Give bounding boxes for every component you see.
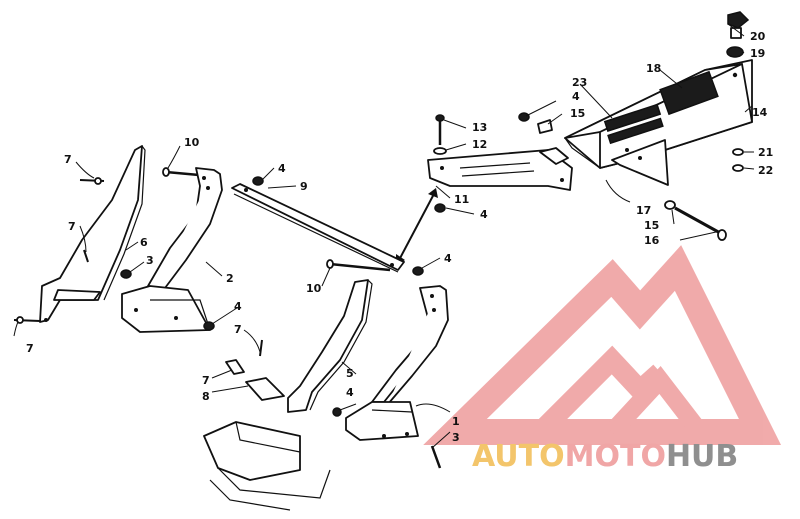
callout-10-top: 10 xyxy=(184,136,200,149)
part-17-spacer xyxy=(664,200,676,210)
callout-20: 20 xyxy=(750,30,766,43)
callout-11: 11 xyxy=(454,193,469,206)
chassis-frame xyxy=(203,421,331,511)
assembly-arrow xyxy=(396,188,438,266)
part-8-plate xyxy=(225,359,285,401)
callout-7-b: 7 xyxy=(68,220,76,233)
part-7-rivet-a xyxy=(79,177,105,185)
part-12-washer xyxy=(433,147,447,155)
callout-7-d: 7 xyxy=(26,342,34,355)
callout-5: 5 xyxy=(346,367,354,380)
part-4-nut-bar-end xyxy=(412,266,424,276)
part-7-rivet-d xyxy=(259,339,263,357)
callout-22: 22 xyxy=(758,164,773,177)
callout-16: 16 xyxy=(644,234,660,247)
callout-4-top: 4 xyxy=(572,90,580,103)
part-5-brace xyxy=(287,279,373,413)
callout-4-bar-end: 4 xyxy=(444,252,452,265)
part-1-main-bracket xyxy=(345,285,449,441)
callout-13: 13 xyxy=(472,121,487,134)
part-2-mount-bracket xyxy=(121,167,223,333)
callout-4-bar: 4 xyxy=(278,162,286,175)
part-21-washer xyxy=(732,148,744,156)
callout-3-left: 3 xyxy=(146,254,154,267)
callout-4-left: 4 xyxy=(234,300,242,313)
watermark-moto: MOTO xyxy=(565,439,666,474)
callout-15-top: 15 xyxy=(570,107,585,120)
part-4-nut-mid xyxy=(434,203,446,213)
part-4-nut-top xyxy=(518,112,530,122)
decal-18 xyxy=(659,70,719,116)
part-15-spacer-top xyxy=(537,119,553,134)
callout-7-e: 7 xyxy=(202,374,210,387)
callout-9: 9 xyxy=(300,180,308,193)
part-19-grommet xyxy=(726,46,744,58)
callout-10-lower: 10 xyxy=(306,282,322,295)
callout-17: 17 xyxy=(636,204,651,217)
callout-23: 23 xyxy=(572,76,587,89)
part-9-tie-bar xyxy=(231,183,405,273)
callout-12: 12 xyxy=(472,138,487,151)
callout-14: 14 xyxy=(752,106,768,119)
callout-19: 19 xyxy=(750,47,765,60)
part-20-knob xyxy=(727,11,750,39)
part-4-nut-left xyxy=(203,321,215,331)
part-4-nut-bar xyxy=(252,176,264,186)
callout-4-mid: 4 xyxy=(480,208,488,221)
watermark-auto: AUTO xyxy=(472,439,565,474)
part-3-screw-left xyxy=(120,269,132,279)
part-4-nut-brace xyxy=(332,407,342,417)
part-7-rivet-c xyxy=(13,316,41,324)
callout-1: 1 xyxy=(452,415,460,428)
part-22-nut xyxy=(732,164,744,172)
automotohub-logo xyxy=(423,245,782,445)
part-7-rivet-b xyxy=(83,249,89,263)
part-6-left-bracket xyxy=(39,145,146,323)
callout-4-brace: 4 xyxy=(346,386,354,399)
callout-6: 6 xyxy=(140,236,148,249)
callout-7-c: 7 xyxy=(234,323,242,336)
callout-7-a: 7 xyxy=(64,153,72,166)
part-13-bolt xyxy=(435,114,445,145)
callout-8: 8 xyxy=(202,390,210,403)
part-14-console-bracket xyxy=(564,59,753,186)
part-16-bolt xyxy=(674,206,727,241)
callout-15-bottom: 15 xyxy=(644,219,659,232)
callout-2: 2 xyxy=(226,272,234,285)
watermark-text: AUTOMOTOHUB xyxy=(472,439,738,474)
callout-21: 21 xyxy=(758,146,773,159)
part-3-screw-bottom xyxy=(430,445,442,469)
watermark-hub: HUB xyxy=(666,439,738,474)
callout-3-bottom: 3 xyxy=(452,431,460,444)
leader-lines xyxy=(13,23,755,449)
decal-23 xyxy=(603,103,664,145)
callout-18: 18 xyxy=(646,62,661,75)
callout-labels: 20 19 18 23 4 15 14 13 12 21 22 10 7 4 9… xyxy=(26,30,773,444)
part-11-support-bracket xyxy=(427,147,573,191)
